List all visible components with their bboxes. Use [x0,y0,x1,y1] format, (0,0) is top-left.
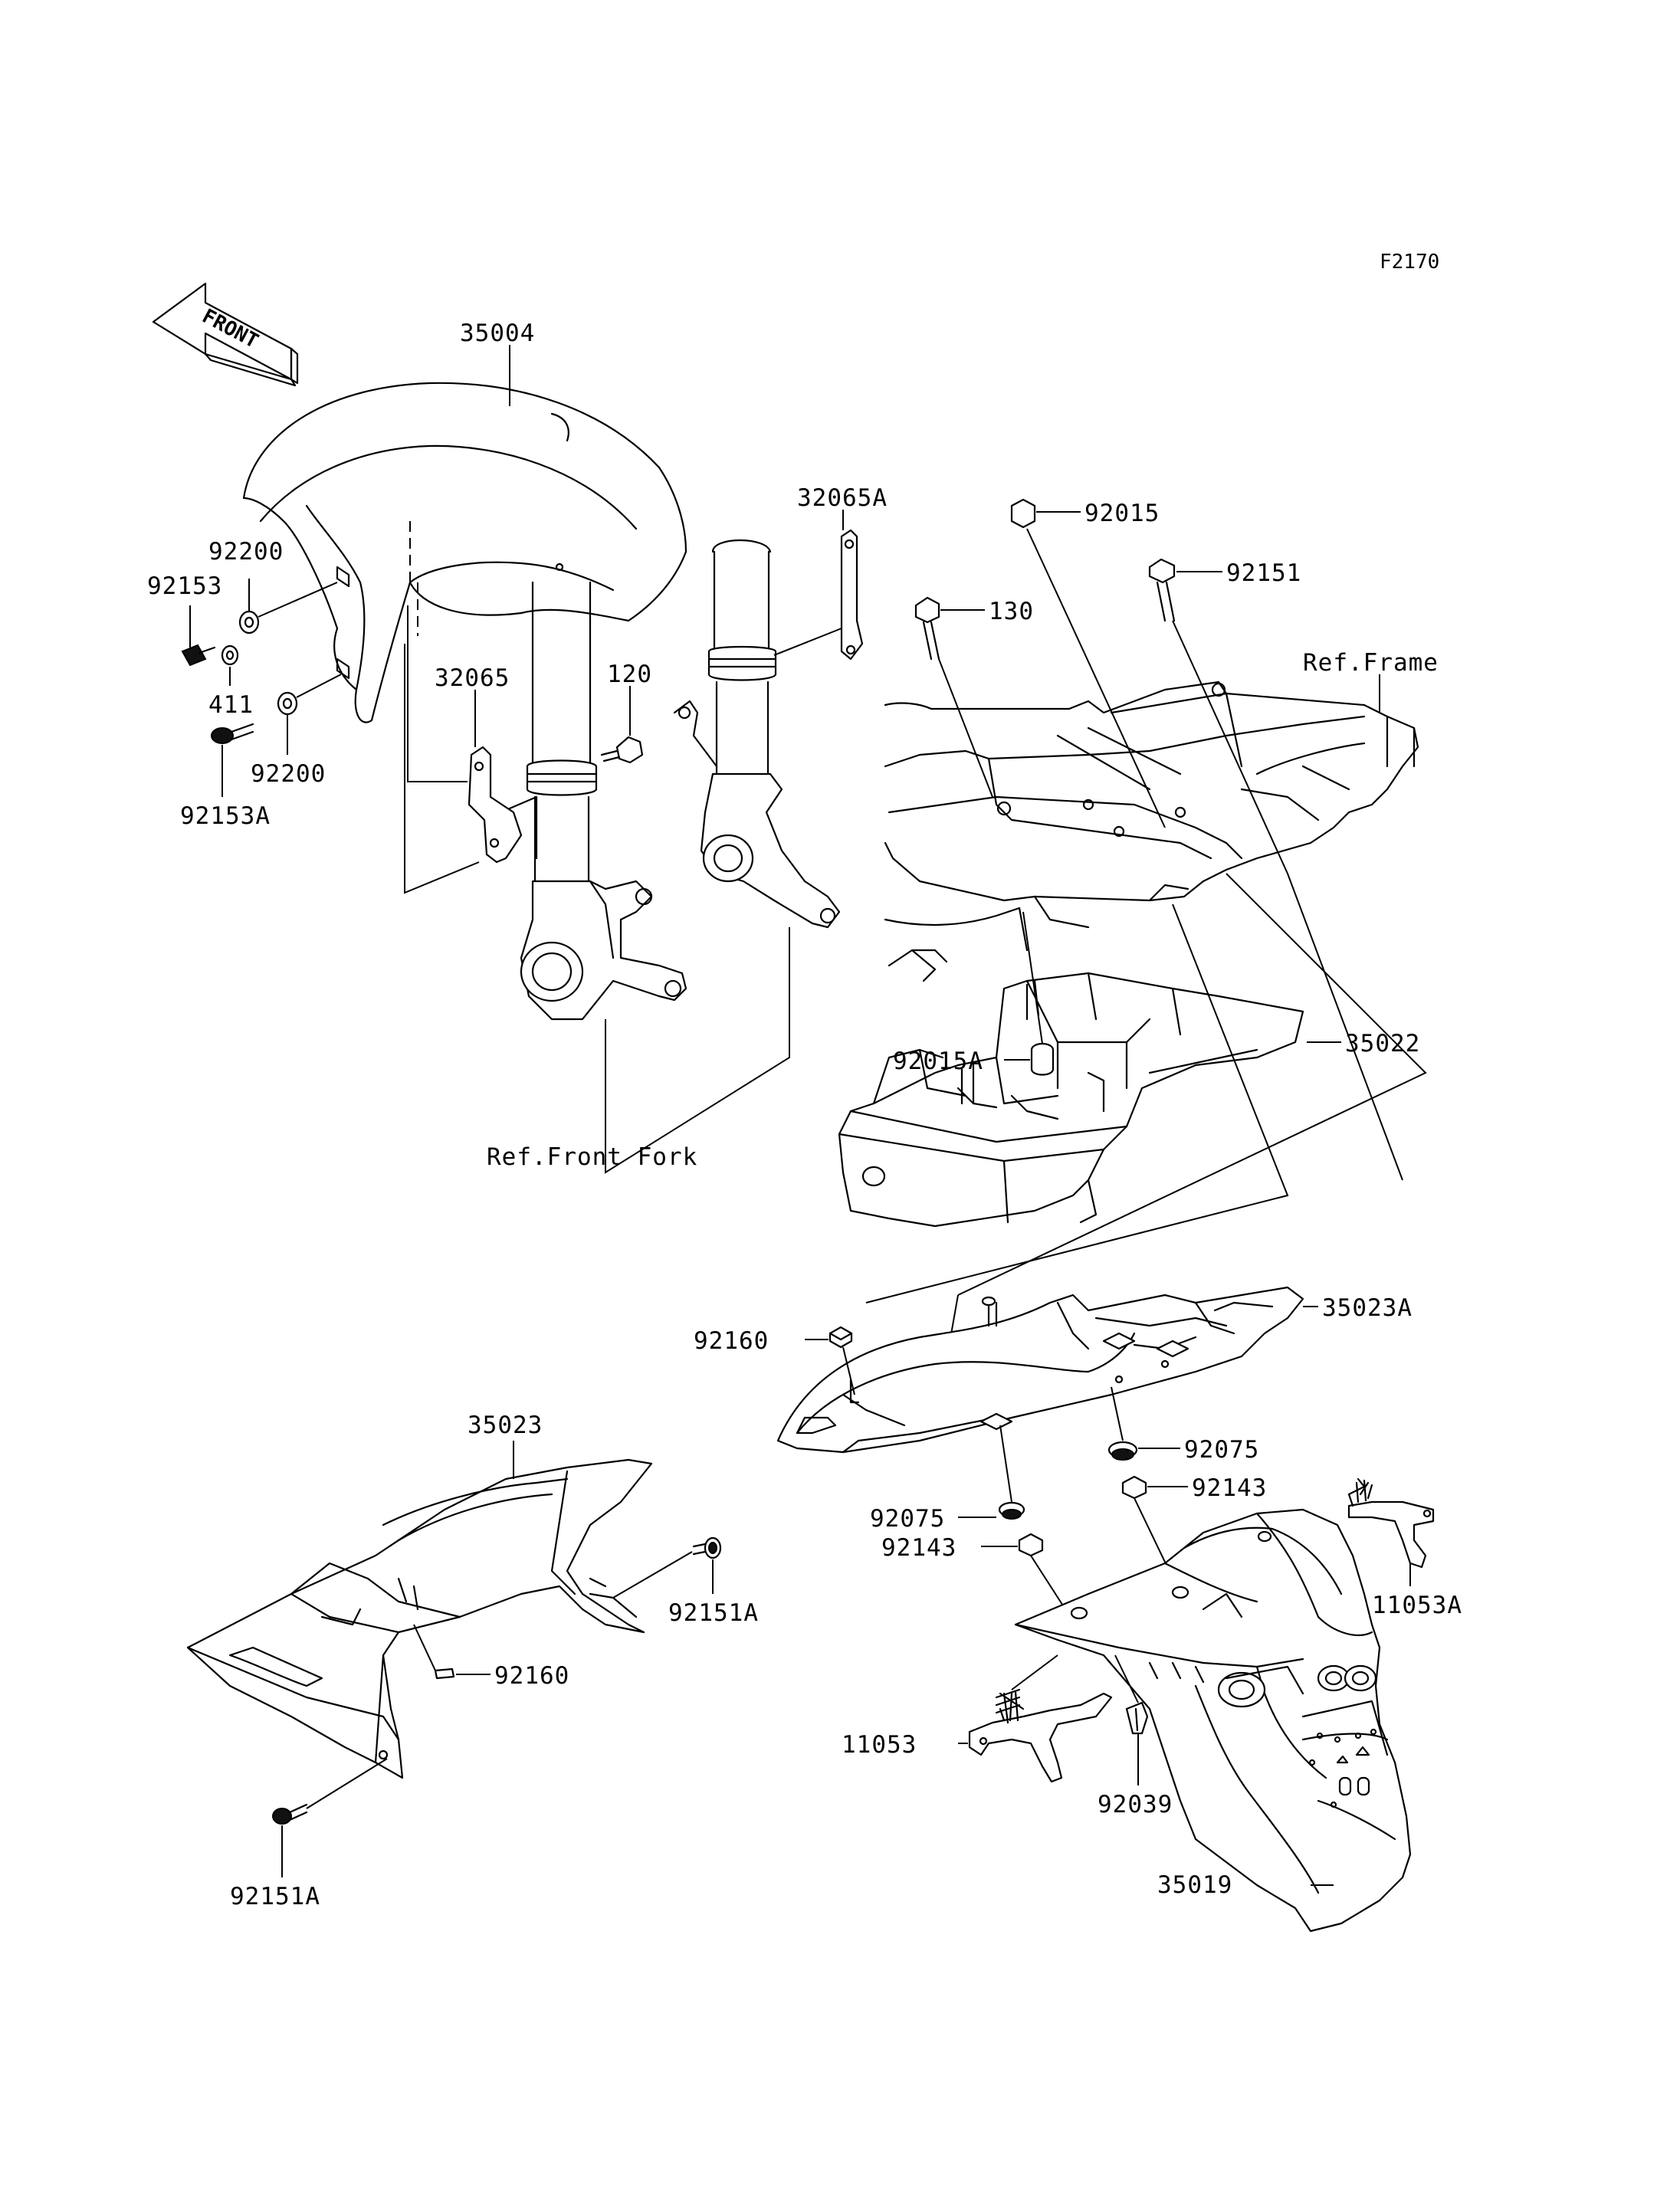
nut-92143-left [1018,1533,1044,1557]
bolt-120 [600,736,644,764]
front-direction-arrow-icon: FRONT [152,282,299,387]
label-32065: 32065 [435,664,510,692]
frame-reference [884,680,1419,982]
spacer-92015A [1030,1042,1055,1076]
bolt-92153 [181,644,216,667]
washer-92200-bottom [277,691,298,716]
label-35022: 35022 [1345,1030,1420,1058]
label-35023: 35023 [468,1412,543,1439]
brake-hose-bracket-32065 [468,746,538,864]
label-411: 411 [208,691,254,719]
bolt-92151A-right [692,1536,722,1559]
clip-92160-left [434,1667,455,1680]
label-35004: 35004 [460,320,535,347]
front-fork-right [673,539,841,929]
label-11053: 11053 [842,1731,917,1759]
clip-92160-right [829,1326,853,1349]
rear-tray-35022 [838,972,1304,1228]
bolt-92151 [1148,558,1176,622]
grommet-92075-right [1107,1441,1138,1461]
ref-frame-label: Ref.Frame [1303,649,1439,677]
label-130: 130 [989,598,1034,625]
nut-92143-right [1121,1475,1147,1500]
label-92200-top: 92200 [208,538,284,566]
label-32065A: 32065A [797,484,888,512]
label-92015A: 92015A [893,1048,983,1075]
label-92160-right: 92160 [694,1327,769,1355]
screw-92039 [1125,1701,1149,1735]
bracket-11053A [1347,1477,1435,1569]
seat-cowl-35023A [776,1286,1304,1454]
label-92075-right: 92075 [1184,1436,1259,1464]
bolt-92151A-bottom [272,1803,308,1825]
label-92015: 92015 [1084,500,1160,527]
label-92075-left: 92075 [870,1505,945,1533]
label-92151A-bottom: 92151A [230,1883,320,1910]
label-35023A: 35023A [1322,1294,1413,1322]
label-92160-left: 92160 [494,1662,569,1690]
label-92151: 92151 [1226,559,1301,587]
front-fender-35004 [242,382,687,723]
label-92153A: 92153A [180,802,271,830]
side-cover-35023 [186,1458,653,1779]
washer-92200-top [238,610,260,635]
rear-fender-35019 [1014,1508,1412,1933]
label-92151A-right: 92151A [668,1599,759,1627]
brake-hose-bracket-32065A [840,529,864,661]
label-92200-bottom: 92200 [251,760,326,788]
bolt-92153A [211,723,254,744]
label-92143-right: 92143 [1192,1474,1267,1502]
washer-411 [221,644,239,666]
figure-code: F2170 [1380,251,1439,274]
label-35019: 35019 [1157,1871,1232,1899]
bolt-130 [914,596,940,661]
ref-front-fork-label: Ref.Front Fork [487,1143,697,1171]
label-92039: 92039 [1098,1791,1173,1818]
nut-92015 [1010,498,1036,529]
label-120: 120 [607,661,652,688]
label-92143-left: 92143 [881,1534,956,1562]
front-fork-left [520,581,687,1021]
grommet-92075-left [998,1501,1025,1520]
bracket-11053 [968,1688,1113,1783]
label-92153: 92153 [147,572,222,600]
label-11053A: 11053A [1372,1592,1462,1619]
